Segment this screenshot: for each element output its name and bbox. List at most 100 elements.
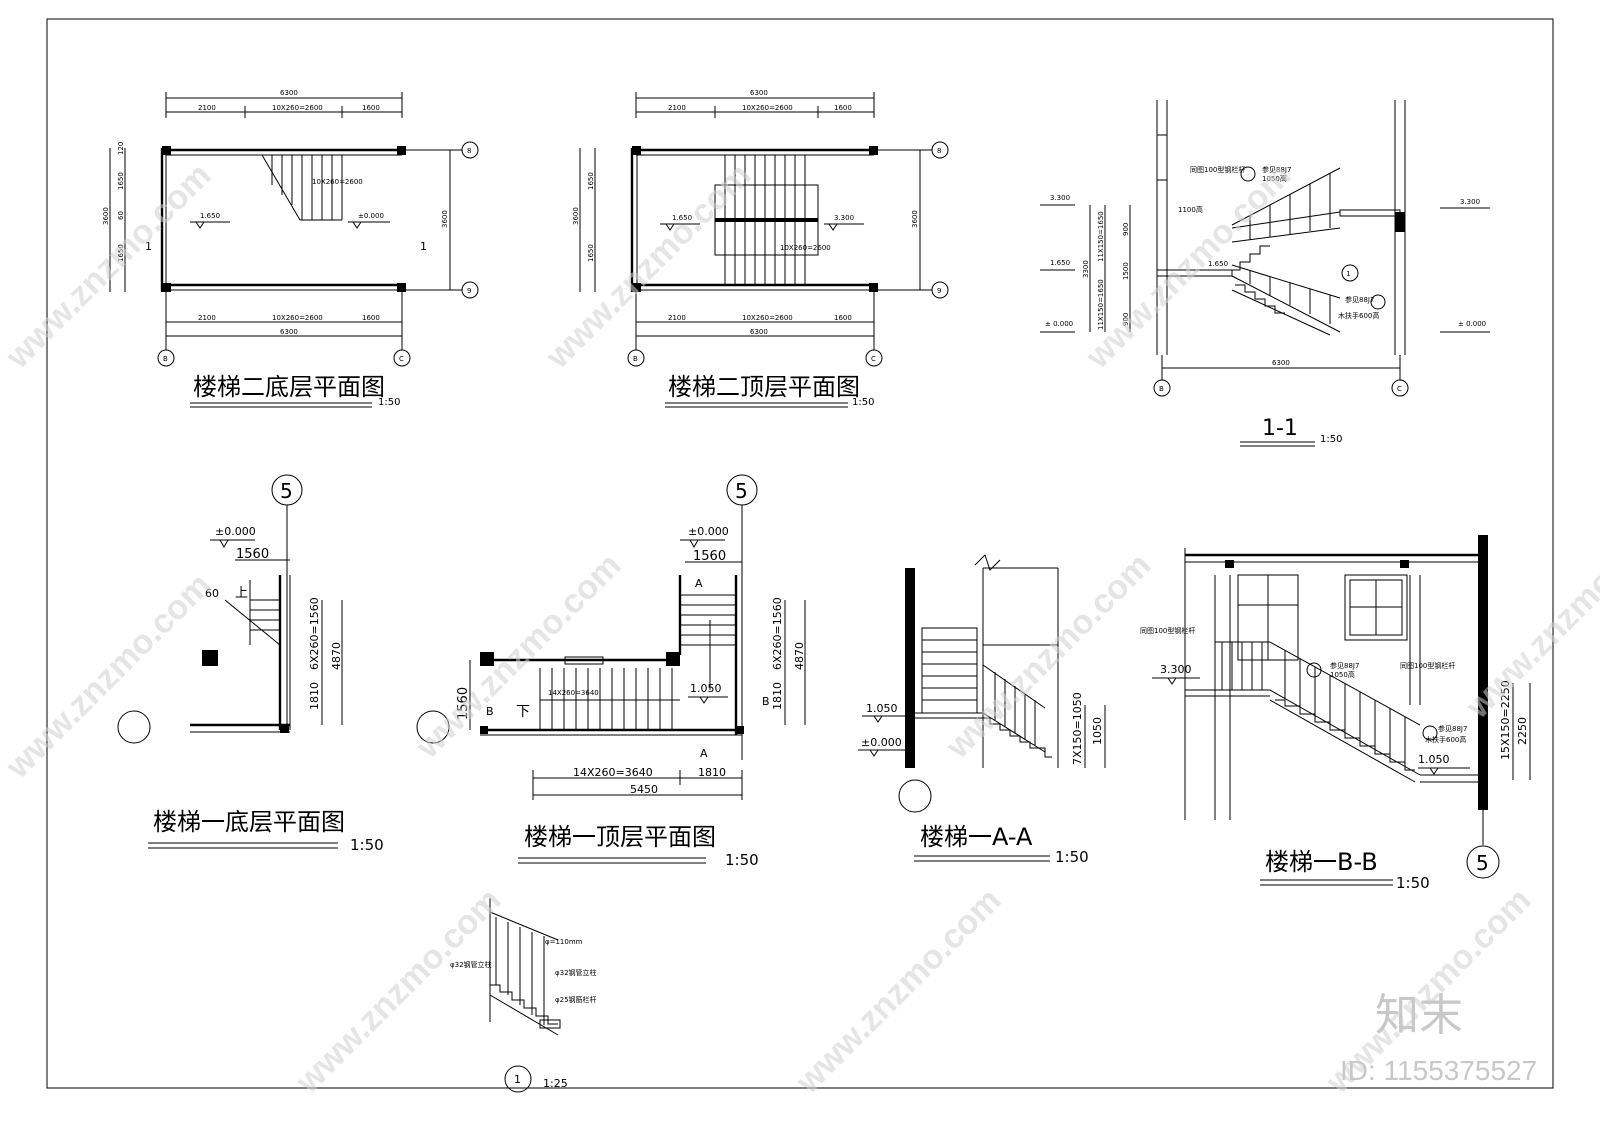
plan-stair2-top: 6300 2100 10X260=2600 1600 10X260=2600 1…	[572, 89, 949, 408]
bb-note-hand2: 参见88J7	[1438, 724, 1467, 733]
bb-note-rail2: 同图100型钢栏杆	[1400, 661, 1455, 670]
bb-dim-2250: 2250	[1516, 717, 1529, 745]
view-scale-8: 1:25	[543, 1077, 568, 1090]
view-title-1: 楼梯二底层平面图	[193, 373, 385, 401]
brand-id: ID: 1155375527	[1340, 1055, 1537, 1086]
p4-dim-1560: 1560	[236, 547, 269, 562]
axis7-5: 5	[1476, 851, 1489, 875]
axis-B: B	[163, 355, 168, 363]
dim-60: 60	[117, 211, 125, 220]
sec-axis-B: B	[1159, 385, 1164, 393]
watermark-4: www.znzmo.com	[0, 566, 218, 786]
sec-note-hand2: 参见88J7	[1345, 295, 1374, 304]
p5-dim-6x260: 6X260=1560	[771, 597, 784, 670]
axis2-C: C	[871, 355, 876, 363]
axis2-9: 9	[937, 287, 941, 295]
det-note-1: φ=110mm	[545, 938, 583, 946]
sec-dim-1500: 1500	[1122, 262, 1130, 280]
watermark-5: www.znzmo.com	[408, 546, 628, 766]
sec-level-1650-in: 1.650	[1208, 260, 1228, 268]
p5-level-1050: 1.050	[690, 682, 722, 695]
p5-dim-1560: 1560	[693, 549, 726, 564]
watermark-8: www.znzmo.com	[288, 881, 508, 1101]
view-scale-5: 1:50	[725, 851, 759, 869]
p5-cut-A-t: A	[695, 577, 703, 590]
sec-dim-h2: 11X150=1650	[1097, 279, 1105, 330]
bb-note-sill: 木扶手600高	[1425, 735, 1466, 744]
view-scale-2: 1:50	[852, 397, 874, 408]
det-note-3: φ32钢管立柱	[555, 968, 597, 977]
section-stair1-BB: 同图100型钢栏杆 参见88J7 1050高 同图100型钢栏杆 参见88J7 …	[1140, 535, 1531, 892]
axis5-5: 5	[735, 479, 748, 503]
view-title-8: 1	[514, 1073, 521, 1086]
p5-cut-B-l: B	[486, 705, 494, 718]
view-title-7: 楼梯一B-B	[1265, 848, 1378, 876]
view-scale-4: 1:50	[350, 836, 384, 854]
p4-dim-4870: 4870	[330, 642, 343, 670]
dim2-h: 3600	[572, 207, 580, 225]
aa-level-1050: 1.050	[866, 702, 898, 715]
dim-height: 3600	[102, 207, 110, 225]
sec-dim-900b: 900	[1122, 313, 1130, 326]
dim2-c-b: 1600	[834, 314, 852, 322]
level2-1650: 1.650	[672, 214, 692, 222]
section-1-1: 3.300 1.650 ± 0.000 1.650 3.300 ± 0.000 …	[1040, 100, 1490, 447]
view-title-5: 楼梯一顶层平面图	[524, 823, 716, 851]
dim2-h-r: 3600	[911, 210, 919, 228]
p5-down: 下	[516, 704, 530, 720]
p4-dim-60: 60	[205, 587, 219, 600]
dim-run: 10X260=2600	[312, 178, 363, 186]
sec-level-3300: 3.300	[1050, 194, 1070, 202]
dim2-total-b: 6300	[750, 328, 768, 336]
level2-3300: 3.300	[834, 214, 854, 222]
p4-up: 上	[235, 586, 248, 601]
aa-dim-1050: 1050	[1091, 717, 1104, 745]
level-1650: 1.650	[200, 212, 220, 220]
aa-level-0: ±0.000	[861, 736, 902, 749]
dim2-b-b: 10X260=2600	[742, 314, 793, 322]
view-scale-6: 1:50	[1055, 848, 1089, 866]
dim-total-b: 6300	[280, 328, 298, 336]
p5-dim-5450: 5450	[630, 783, 658, 796]
sec-note-rail: 同图100型钢栏杆	[1190, 165, 1245, 174]
dim2-h1: 1650	[587, 172, 595, 190]
sec-note-sill: 木扶手600高	[1338, 311, 1379, 320]
p4-dim-6x260: 6X260=1560	[308, 597, 321, 670]
axis-C: C	[399, 355, 404, 363]
det-note-2: φ32钢管立柱	[450, 960, 492, 969]
plan-stair1-top: 5 ±0.000 1560	[416, 474, 806, 869]
cut-mark-l: 1	[145, 240, 152, 253]
axis-9: 9	[467, 287, 471, 295]
axis2-8: 8	[937, 147, 941, 155]
bb-note-rail: 同图100型钢栏杆	[1140, 626, 1195, 635]
dim-b-b: 10X260=2600	[272, 314, 323, 322]
sec-level-3300-r: 3.300	[1460, 198, 1480, 206]
sec-level-0: ± 0.000	[1045, 320, 1073, 328]
dim2-h2: 1650	[587, 244, 595, 262]
sec-dim-total: 3300	[1082, 260, 1090, 278]
axis2-B: B	[633, 355, 638, 363]
bb-note-rail-h: 1050高	[1330, 670, 1355, 679]
p5-dim-14x260: 14X260=3640	[573, 766, 653, 779]
view-title-6: 楼梯一A-A	[920, 823, 1033, 851]
dim-total-top: 6300	[280, 89, 298, 97]
sec-dim-h1: 11X150=1650	[1097, 211, 1105, 262]
view-scale-1: 1:50	[378, 397, 400, 408]
dim2-b: 10X260=2600	[742, 104, 793, 112]
bb-dim-15x150: 15X150=2250	[1499, 680, 1512, 760]
sec-level-1650: 1.650	[1050, 259, 1070, 267]
det-note-4: φ25钢筋栏杆	[555, 995, 597, 1004]
plan-stair2-ground: 6300 2100 10X260=2600 1600 10X260=2600 1…	[102, 89, 479, 408]
p5-dim-1810: 1810	[771, 682, 784, 710]
sec-note-rail-h: 1050高	[1262, 174, 1287, 183]
dim-c: 1600	[362, 104, 380, 112]
plan-stair1-ground: 5 ±0.000 1560 60 上 6X260=1560 1810 4870 …	[117, 474, 384, 854]
watermark-9: www.znzmo.com	[788, 881, 1008, 1101]
cut-mark-r: 1	[420, 240, 427, 253]
axis4-5: 5	[280, 479, 293, 503]
dim2-a-b: 2100	[668, 314, 686, 322]
aa-dim-7x150: 7X150=1050	[1071, 692, 1084, 765]
sec-detail-1: 1	[1346, 270, 1350, 278]
p5-dim-1810h: 1810	[698, 766, 726, 779]
sheet-border	[46, 18, 1554, 1089]
